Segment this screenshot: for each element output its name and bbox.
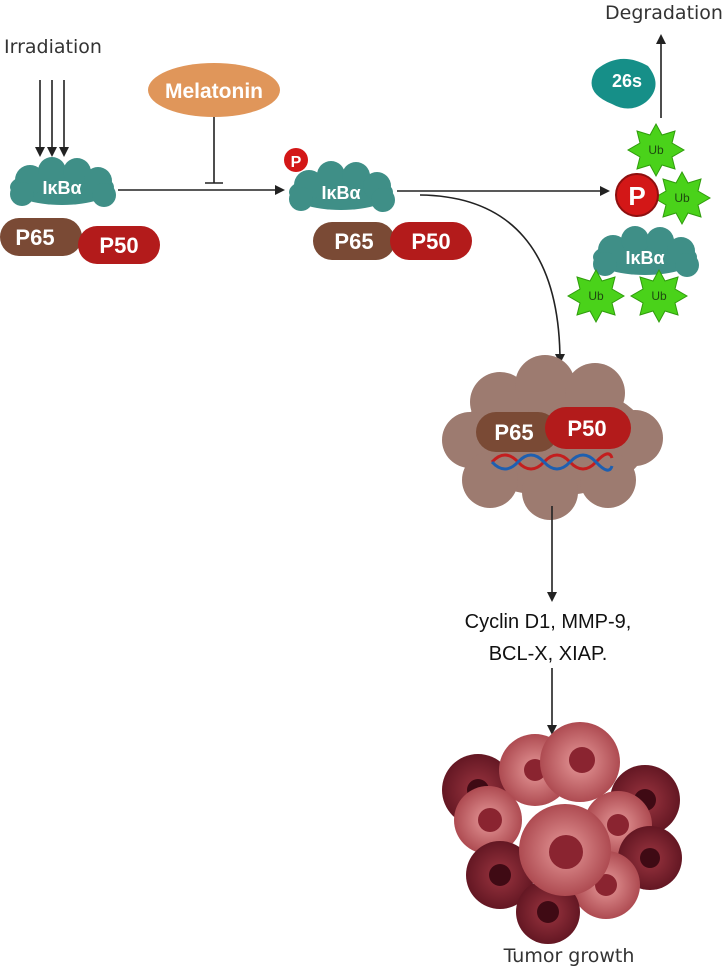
tumor-cell <box>454 786 522 854</box>
proteasome-26s-shape <box>591 58 656 109</box>
ikba-label-1: IκBα <box>42 178 81 198</box>
ikba-cloud-1 <box>10 157 116 207</box>
ikba-label-2: IκBα <box>321 183 360 203</box>
p65-pill-1 <box>0 218 82 256</box>
ikba-label-3: IκBα <box>625 248 664 268</box>
p65-label-2: P65 <box>334 229 373 254</box>
ub-star-bottom-left: Ub <box>567 268 625 324</box>
ub-label-right: Ub <box>674 191 690 205</box>
tumor-cell <box>516 880 580 944</box>
p65-pill-2 <box>313 222 395 260</box>
ub-star-right: Ub <box>653 170 711 226</box>
p50-pill-2 <box>390 222 472 260</box>
target-genes-line1: Cyclin D1, MMP-9, <box>465 611 632 633</box>
tumor-cell <box>519 804 611 896</box>
p65-label-3: P65 <box>494 420 533 445</box>
phospho-label-large: P <box>628 181 645 211</box>
ub-label-bottom-left: Ub <box>588 289 604 303</box>
dna-helix <box>490 452 614 472</box>
ikba-cloud-2 <box>289 161 395 212</box>
phospho-circle-large <box>615 173 659 217</box>
p50-label-1: P50 <box>99 233 138 258</box>
p50-label-2: P50 <box>411 229 450 254</box>
melatonin-inhibition-line <box>205 117 223 184</box>
target-genes-line2: BCL-X, XIAP. <box>489 643 608 665</box>
p65-label-1: P65 <box>15 225 54 250</box>
phospho-circle-small <box>284 148 308 172</box>
melatonin-ellipse <box>148 63 280 117</box>
ikba-p65-p50-complex-1: IκBα P65 P50 <box>0 157 160 264</box>
irradiation-arrows <box>35 80 69 157</box>
ubiquitinated-ikba-complex: Ub Ub IκBα P Ub Ub <box>567 122 711 324</box>
p65-pill-3 <box>476 412 558 452</box>
p50-pill-3 <box>545 407 631 449</box>
proteasome-label: 26s <box>612 71 642 91</box>
tumor-cell-cluster <box>442 722 682 944</box>
tumor-cell <box>540 722 620 802</box>
melatonin-label: Melatonin <box>165 80 263 103</box>
p50-pill-1 <box>78 226 160 264</box>
degradation-label: Degradation <box>605 2 723 24</box>
ub-label-top: Ub <box>648 143 664 157</box>
ub-star-bottom-right: Ub <box>630 268 688 324</box>
tumor-growth-label: Tumor growth <box>503 945 635 967</box>
tumor-cell <box>466 841 534 909</box>
p50-label-3: P50 <box>567 416 606 441</box>
ub-star-top: Ub <box>627 122 685 178</box>
phospho-label-small: P <box>291 154 302 171</box>
translocation-arrow <box>419 194 565 364</box>
ikba-p65-p50-complex-2: IκBα P P65 P50 <box>284 148 472 260</box>
ub-label-bottom-right: Ub <box>651 289 667 303</box>
irradiation-label: Irradiation <box>4 36 102 58</box>
ikba-cloud-3 <box>593 226 699 277</box>
